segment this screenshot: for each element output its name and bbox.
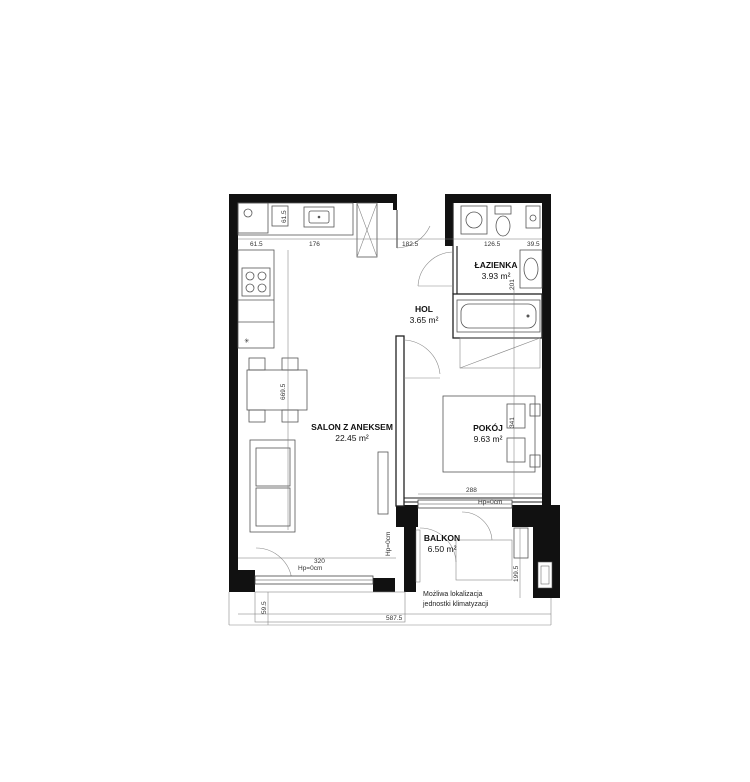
dim-59-5: 59.5 [261,601,268,614]
dim-341: 341 [509,417,516,428]
dim-61-5-top: 61.5 [281,210,288,223]
table-icon [246,369,308,411]
pokoj-name: POKÓJ [473,422,503,433]
wall-bottom-mid [373,578,395,592]
sofa [249,439,296,533]
washbasin-icon [519,249,543,289]
lazienka-area: 3.93 m² [482,271,511,281]
hol-name: HOL [415,304,433,314]
balcony-lower [254,591,406,623]
kitchen: ✳ [237,202,378,349]
chair-icon [281,409,299,423]
dim-176: 176 [309,241,320,248]
bathroom [271,205,543,333]
stove-icon [241,267,271,297]
sofa-icon [249,439,296,533]
wall-block-1 [396,505,418,527]
balkon-name: BALKON [424,533,460,543]
wall-jamb-right [445,194,453,246]
fridge-icon [237,202,269,234]
hp-salon: Hp=0cm [298,565,322,572]
dimension-labels: 61.5 61.5 176 182.5 126.5 39.5 201 341 2… [250,210,540,622]
wall-right [542,194,551,512]
chair-icon [248,409,266,423]
dining-table [246,357,308,423]
ac-note-line2: jednostki klimatyzacji [422,601,489,608]
bed [442,395,541,473]
wall-left [229,194,238,590]
dim-199-5: 199.5 [513,565,520,582]
toilet-icon [494,205,512,215]
wall-bottom-left [229,570,255,592]
doors [255,210,493,583]
bed-icon [442,395,536,473]
dim-587-5: 587.5 [386,615,403,622]
ac-note-line1: Możliwa lokalizacja [423,591,483,598]
bathtub-icon [456,299,541,333]
hp-balkon: Hp=0cm [385,532,392,556]
chair-icon [281,357,299,371]
windows [254,499,513,585]
balcony-door-frame [415,529,421,583]
dim-182-5: 182.5 [402,241,419,248]
dimension-lines [238,238,551,625]
wall-top-right [449,194,551,203]
dim-288: 288 [466,487,477,494]
chair-icon [248,357,266,371]
wardrobe-room [459,337,541,369]
dim-201: 201 [509,279,516,290]
wall-top-left [229,194,393,203]
partition-salon-room [395,335,405,507]
hp-pokoj: Hp=0cm [478,499,502,506]
balcony-door-icon [419,527,457,563]
interior-walls [395,203,543,507]
wall-pier-balcony [404,525,416,592]
dim-39-5: 39.5 [527,241,540,248]
dim-126-5: 126.5 [484,241,501,248]
wardrobe-entrance [356,202,378,258]
lazienka-name: ŁAZIENKA [475,260,518,270]
ac-note: Możliwa lokalizacja jednostki klimatyzac… [422,591,489,608]
extractor-icon: ✳ [244,337,250,345]
balcony-table-area [455,539,513,581]
walls [229,194,560,598]
kitchen-counter-top [237,202,354,236]
salon-area: 22.45 m² [335,433,369,443]
dim-61-5-bottom: 61.5 [250,241,263,248]
balkon-area: 6.50 m² [428,544,457,554]
salon-name: SALON Z ANEKSEM [311,422,393,432]
ac-unit-inner [540,565,550,585]
bathroom-door-icon [417,251,454,287]
kitchen-counter-left [237,249,275,349]
dim-669-5: 669.5 [280,383,287,400]
wall-jamb-left [393,194,397,210]
room-labels: SALON Z ANEKSEM 22.45 m² HOL 3.65 m² ŁAZ… [311,260,517,554]
balconies [228,527,552,626]
tv-unit-icon [377,451,389,515]
kitchen-sink-icon [303,206,335,228]
pokoj-area: 9.63 m² [474,434,503,444]
washing-machine-icon [460,205,488,235]
hol-area: 3.65 m² [410,315,439,325]
ac-unit-box [537,561,553,589]
dim-320: 320 [314,558,325,565]
room-door-icon [403,339,441,375]
